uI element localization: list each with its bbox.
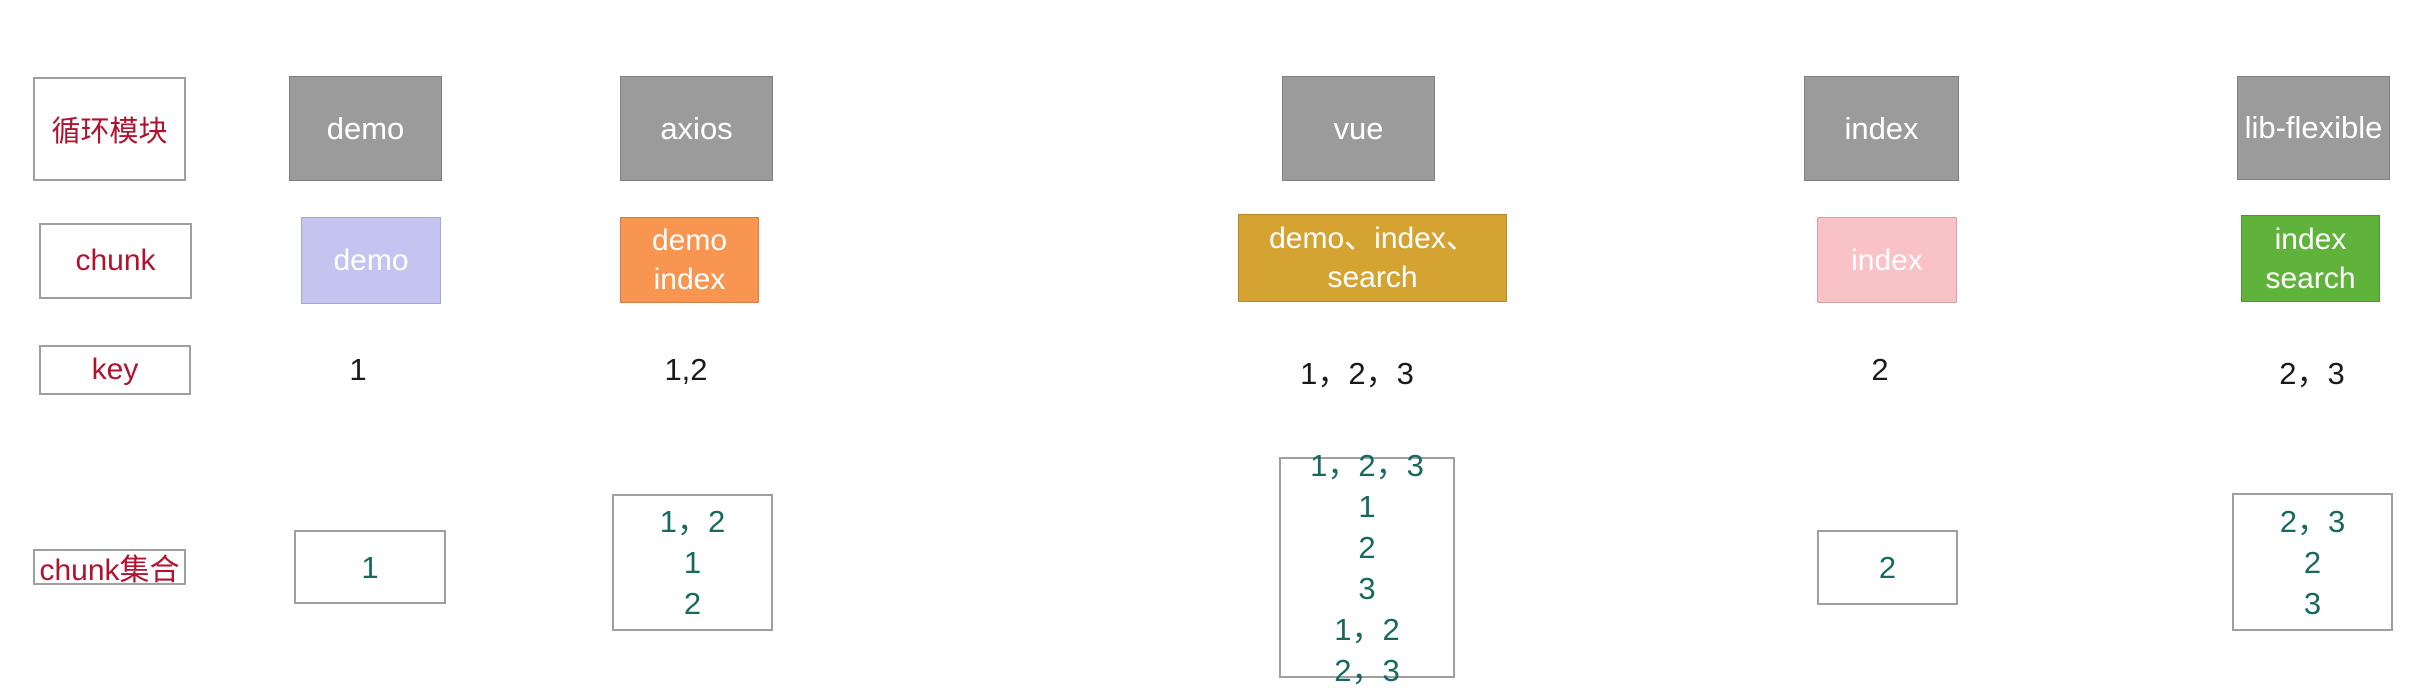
chunk-box-axios: demo index bbox=[620, 217, 759, 303]
chunk-box-lib-flexible: index search bbox=[2241, 215, 2380, 302]
key-value-demo: 1 bbox=[349, 352, 367, 387]
set-line: 2，3 bbox=[1334, 652, 1400, 688]
key-row-label-box: key bbox=[39, 345, 191, 395]
chunk-line: demo bbox=[333, 244, 409, 277]
module-label: axios bbox=[660, 110, 733, 146]
module-box-index: index bbox=[1804, 76, 1959, 181]
module-box-demo: demo bbox=[289, 76, 442, 181]
chunk-row-label-box: chunk bbox=[39, 223, 192, 299]
chunk-row-label: chunk bbox=[75, 244, 156, 277]
chunk-set-row-label: chunk集合 bbox=[39, 554, 180, 587]
key-value-index: 2 bbox=[1871, 352, 1889, 387]
set-line: 2 bbox=[683, 586, 702, 621]
set-line: 2，3 bbox=[2279, 503, 2346, 539]
chunk-box-index: index bbox=[1817, 217, 1957, 303]
chunk-set-box-demo: 1 bbox=[294, 530, 446, 604]
chunk-set-box-index: 2 bbox=[1817, 530, 1958, 605]
set-line: 3 bbox=[2303, 585, 2322, 621]
key-row-label: key bbox=[91, 353, 139, 386]
chunk-line: index bbox=[1851, 243, 1923, 277]
module-label: vue bbox=[1333, 110, 1384, 146]
chunk-line: search bbox=[1327, 261, 1418, 294]
modules-row-label: 循环模块 bbox=[51, 116, 168, 148]
set-line: 1，2，3 bbox=[1310, 447, 1424, 483]
chunk-box-demo: demo bbox=[301, 217, 441, 304]
module-label: index bbox=[1844, 110, 1919, 146]
key-value-vue: 1，2，3 bbox=[1300, 356, 1414, 391]
chunk-set-row-label-box: chunk集合 bbox=[33, 549, 186, 587]
chunk-line: search bbox=[2265, 261, 2356, 295]
chunk-line: index bbox=[653, 263, 726, 296]
module-label: lib-flexible bbox=[2244, 110, 2383, 145]
module-box-vue: vue bbox=[1282, 76, 1435, 181]
module-label: demo bbox=[326, 110, 405, 146]
chunk-line: demo bbox=[651, 224, 728, 257]
set-line: 1，2 bbox=[659, 504, 726, 539]
set-line: 2 bbox=[1878, 550, 1897, 585]
set-line: 3 bbox=[1358, 570, 1376, 606]
set-line: 2 bbox=[1358, 529, 1376, 565]
modules-row-label-box: 循环模块 bbox=[33, 77, 186, 181]
chunk-line: demo、index、 bbox=[1269, 222, 1476, 255]
module-box-axios: axios bbox=[620, 76, 773, 181]
module-box-lib-flexible: lib-flexible bbox=[2237, 76, 2390, 180]
set-line: 1，2 bbox=[1334, 611, 1400, 647]
set-line: 1 bbox=[361, 549, 379, 585]
chunk-set-box-lib-flexible: 2，3 2 3 bbox=[2232, 493, 2393, 631]
key-value-lib-flexible: 2，3 bbox=[2279, 356, 2345, 391]
chunk-box-vue: demo、index、 search bbox=[1238, 214, 1507, 302]
set-line: 1 bbox=[1358, 488, 1376, 524]
set-line: 1 bbox=[683, 545, 702, 580]
key-value-axios: 1,2 bbox=[664, 352, 708, 387]
chunk-line: index bbox=[2274, 222, 2347, 256]
set-line: 2 bbox=[2303, 544, 2322, 580]
chunk-set-box-axios: 1，2 1 2 bbox=[612, 494, 773, 631]
chunk-set-box-vue: 1，2，3 1 2 3 1，2 2，3 bbox=[1279, 448, 1455, 688]
